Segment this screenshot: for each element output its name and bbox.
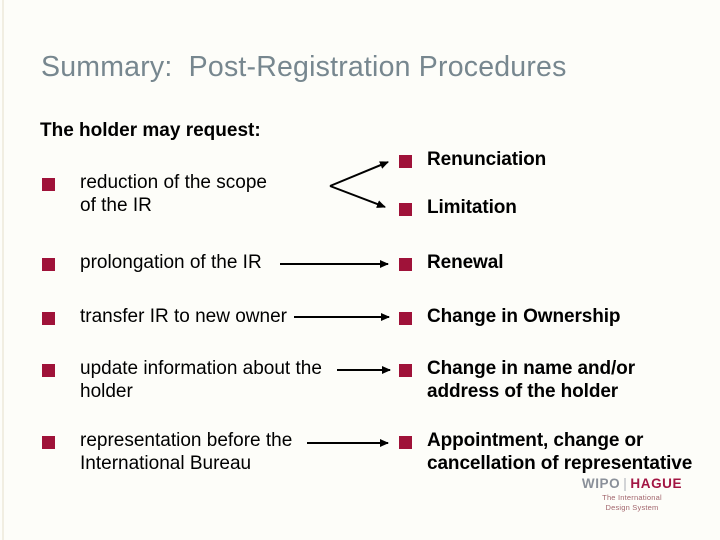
wipo-hague-logo-wordmark: WIPO | HAGUE xyxy=(576,476,688,491)
bullet-square-icon xyxy=(42,178,55,191)
left-item-text: reduction of the scope xyxy=(80,172,267,193)
logo-separator: | xyxy=(623,476,628,491)
right-item-ownership: Change in Ownership xyxy=(399,305,621,328)
left-item-text: prolongation of the IR xyxy=(80,252,262,273)
left-item-text: transfer IR to new owner xyxy=(80,306,287,327)
right-item-text: cancellation of representative xyxy=(427,453,693,474)
left-item-representation: representation before the International … xyxy=(42,429,292,475)
right-item-limitation: Limitation xyxy=(399,196,517,219)
bullet-square-icon xyxy=(399,436,412,449)
logo-tagline-line: The International xyxy=(602,493,662,502)
right-item-text: Renewal xyxy=(427,252,504,273)
left-item-transfer: transfer IR to new owner xyxy=(42,305,287,328)
right-item-text: Change in Ownership xyxy=(427,306,621,327)
bullet-square-icon xyxy=(399,258,412,271)
left-item-prolongation: prolongation of the IR xyxy=(42,251,262,274)
bullet-square-icon xyxy=(399,312,412,325)
wipo-hague-logo: WIPO | HAGUE The International Design Sy… xyxy=(576,476,688,512)
bullet-square-icon xyxy=(42,364,55,377)
bullet-square-icon xyxy=(399,155,412,168)
wipo-logo-text: WIPO xyxy=(581,476,621,491)
bullet-square-icon xyxy=(42,312,55,325)
slide-edge-line xyxy=(2,0,4,540)
left-item-text: of the IR xyxy=(80,195,152,216)
bullet-square-icon xyxy=(42,258,55,271)
right-item-text: Limitation xyxy=(427,197,517,218)
right-item-representative: Appointment, change or cancellation of r… xyxy=(399,429,692,475)
left-item-text: update information about the xyxy=(80,358,322,379)
bullet-square-icon xyxy=(42,436,55,449)
logo-tagline: The International Design System xyxy=(576,493,688,512)
left-item-update: update information about the holder xyxy=(42,357,322,403)
right-item-text: address of the holder xyxy=(427,381,619,402)
arrow-reduction-limitation xyxy=(329,185,386,208)
right-item-name-address: Change in name and/or address of the hol… xyxy=(399,357,635,403)
arrow-reduction-renunciation xyxy=(329,161,389,187)
left-item-text: holder xyxy=(80,381,133,402)
right-item-text: Change in name and/or xyxy=(427,358,635,379)
right-item-text: Appointment, change or xyxy=(427,430,644,451)
slide-title: Summary: Post-Registration Procedures xyxy=(41,51,567,83)
bullet-square-icon xyxy=(399,203,412,216)
right-item-renunciation: Renunciation xyxy=(399,148,546,171)
logo-tagline-line: Design System xyxy=(605,502,659,512)
bullet-square-icon xyxy=(399,364,412,377)
intro-text: The holder may request: xyxy=(40,120,261,141)
right-item-text: Renunciation xyxy=(427,149,547,170)
left-item-text: representation before the xyxy=(80,430,293,451)
left-item-text: International Bureau xyxy=(80,453,252,474)
hague-logo-text: HAGUE xyxy=(630,476,683,491)
right-item-renewal: Renewal xyxy=(399,251,503,274)
left-item-reduction: reduction of the scope of the IR xyxy=(42,171,267,217)
